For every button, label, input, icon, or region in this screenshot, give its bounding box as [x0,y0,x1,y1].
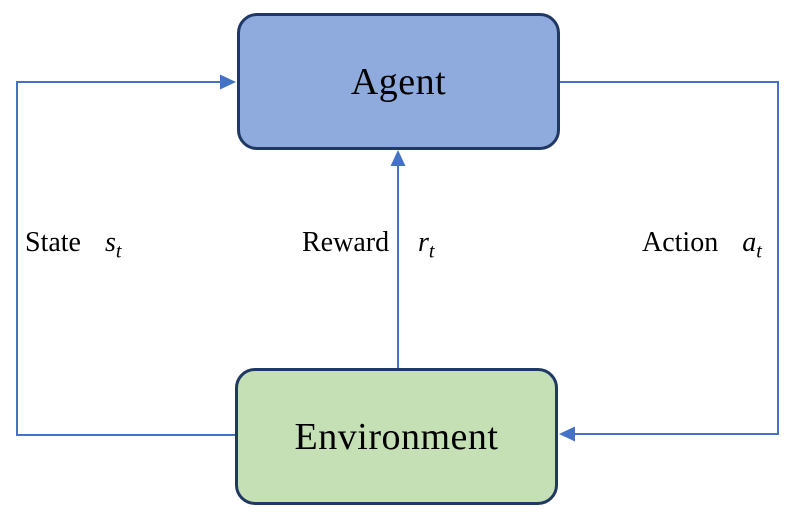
state-label-symbol: st [105,227,122,263]
environment-node-label: Environment [294,415,499,458]
action-label-word: Action [642,227,719,258]
reward-edge-symbol: rt [418,227,435,263]
agent-node-label: Agent [350,60,447,103]
action-edge-label: Action at [642,227,762,263]
agent-node: Agent [237,13,560,150]
action-label-symbol: at [742,227,762,263]
state-label-word: State [25,227,81,258]
state-arrow [16,74,236,436]
action-arrowhead [559,426,575,442]
reward-label-symbol: rt [418,227,435,263]
action-arrow [559,81,779,442]
environment-node: Environment [235,368,558,505]
reward-label-word: Reward [302,227,390,258]
reward-arrowhead [390,150,406,166]
state-edge-label: State st [25,227,122,263]
reward-edge-label: Reward [302,227,389,259]
state-arrowhead [220,74,236,90]
reward-arrow [390,150,406,368]
